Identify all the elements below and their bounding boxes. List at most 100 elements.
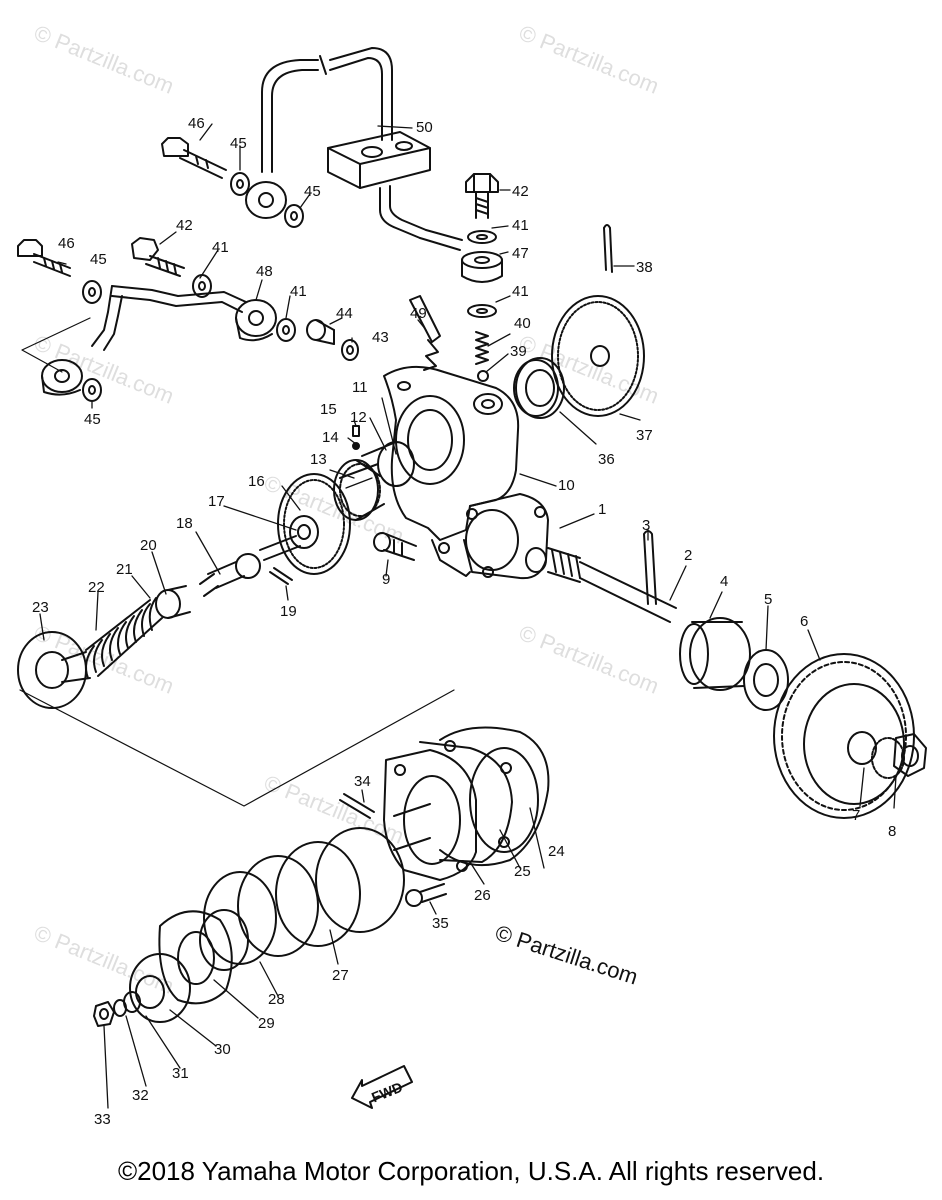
bolt-46-upper bbox=[161, 137, 227, 179]
callout-49: 49 bbox=[410, 305, 427, 322]
callout-41-d: 41 bbox=[290, 283, 307, 300]
callout-23: 23 bbox=[32, 599, 49, 616]
drive-shaft-18 bbox=[199, 535, 301, 597]
callout-42-a: 42 bbox=[512, 183, 529, 200]
callout-15: 15 bbox=[320, 401, 337, 418]
plate-30 bbox=[129, 953, 191, 1023]
callout-41-a: 41 bbox=[512, 217, 529, 234]
part-callouts: 1 2 3 4 5 6 7 8 9 10 11 12 13 14 15 16 1… bbox=[32, 115, 896, 1128]
callout-12: 12 bbox=[350, 409, 367, 426]
spring-40 bbox=[475, 331, 489, 365]
callout-20: 20 bbox=[140, 537, 157, 554]
callout-2: 2 bbox=[684, 547, 692, 564]
callout-41-c: 41 bbox=[212, 239, 229, 256]
callout-46-b: 46 bbox=[58, 235, 75, 252]
callout-25: 25 bbox=[514, 863, 531, 880]
ball-39 bbox=[477, 370, 489, 382]
gasket-25 bbox=[419, 740, 513, 863]
oil-pump-body-10 bbox=[383, 365, 549, 580]
cotter-pin-38 bbox=[603, 224, 613, 273]
pinion-7 bbox=[871, 737, 905, 779]
union-bolt-upper bbox=[465, 173, 499, 219]
callout-32: 32 bbox=[132, 1087, 149, 1104]
callout-4: 4 bbox=[720, 573, 728, 590]
callout-29: 29 bbox=[258, 1015, 275, 1032]
callout-50: 50 bbox=[416, 119, 433, 136]
washer-41-b bbox=[467, 304, 497, 318]
callout-44: 44 bbox=[336, 305, 353, 322]
worm-shaft-1 bbox=[525, 547, 677, 623]
bolt-35 bbox=[405, 883, 447, 907]
callout-37: 37 bbox=[636, 427, 653, 444]
callout-43: 43 bbox=[372, 329, 389, 346]
callout-22: 22 bbox=[88, 579, 105, 596]
callout-21: 21 bbox=[116, 561, 133, 578]
callout-36: 36 bbox=[598, 451, 615, 468]
callout-19: 19 bbox=[280, 603, 297, 620]
callout-5: 5 bbox=[764, 591, 772, 608]
callout-6: 6 bbox=[800, 613, 808, 630]
oil-pipe-upper bbox=[261, 47, 393, 173]
callout-39: 39 bbox=[510, 343, 527, 360]
ring-28 bbox=[199, 909, 249, 971]
callout-26: 26 bbox=[474, 887, 491, 904]
callout-47: 47 bbox=[512, 245, 529, 262]
oil-pipe-left bbox=[91, 285, 247, 351]
banjo-fitting-lower-left bbox=[41, 359, 83, 396]
cover-24 bbox=[439, 726, 550, 867]
callout-45-a: 45 bbox=[230, 135, 247, 152]
callout-34: 34 bbox=[354, 773, 371, 790]
callout-31: 31 bbox=[172, 1065, 189, 1082]
callout-40: 40 bbox=[514, 315, 531, 332]
pin-14-15 bbox=[352, 425, 360, 450]
spring-seat-23 bbox=[17, 631, 91, 709]
callout-13: 13 bbox=[310, 451, 327, 468]
oil-pump-drive-gear-37 bbox=[551, 295, 645, 417]
washer-45-upper bbox=[230, 172, 250, 196]
callout-14: 14 bbox=[322, 429, 339, 446]
callout-10: 10 bbox=[558, 477, 575, 494]
collar-20 bbox=[155, 585, 191, 619]
nut-33 bbox=[93, 1001, 115, 1027]
sleeve-4 bbox=[679, 617, 751, 691]
callout-30: 30 bbox=[214, 1041, 231, 1058]
washer-32 bbox=[113, 999, 127, 1017]
callout-35: 35 bbox=[432, 915, 449, 932]
bolt-9 bbox=[373, 532, 417, 561]
callout-38: 38 bbox=[636, 259, 653, 276]
callout-3: 3 bbox=[642, 517, 650, 534]
oil-seal-36 bbox=[513, 357, 565, 419]
nut-8 bbox=[893, 733, 927, 777]
union-bolt-42-left bbox=[131, 237, 185, 277]
washer-45-upper-b bbox=[284, 204, 304, 228]
callout-45-b: 45 bbox=[304, 183, 321, 200]
callout-24: 24 bbox=[548, 843, 565, 860]
callout-45-c: 45 bbox=[90, 251, 107, 268]
banjo-fitting-48 bbox=[235, 299, 277, 342]
screw-44 bbox=[306, 319, 335, 345]
callout-8: 8 bbox=[888, 823, 896, 840]
callout-41-b: 41 bbox=[512, 283, 529, 300]
banjo-fitting-upper bbox=[245, 181, 287, 219]
callout-42-b: 42 bbox=[176, 217, 193, 234]
washer-43 bbox=[341, 339, 359, 361]
callout-27: 27 bbox=[332, 967, 349, 984]
gear-16 bbox=[277, 473, 351, 575]
housing-26 bbox=[383, 749, 477, 881]
fwd-label: FWD bbox=[369, 1079, 405, 1106]
footer-copyright: ©2018 Yamaha Motor Corporation, U.S.A. A… bbox=[117, 1156, 825, 1186]
washer-45-lower bbox=[82, 378, 102, 402]
callout-45-d: 45 bbox=[84, 411, 101, 428]
washer-45-left bbox=[82, 280, 102, 304]
callout-33: 33 bbox=[94, 1111, 111, 1128]
banjo-fitting-47 bbox=[461, 251, 503, 283]
bolt-46-left bbox=[17, 239, 71, 277]
pin-34 bbox=[339, 793, 375, 819]
spring-22 bbox=[85, 597, 163, 679]
washer-41-right bbox=[276, 318, 296, 342]
callout-28: 28 bbox=[268, 991, 285, 1008]
callout-18: 18 bbox=[176, 515, 193, 532]
washer-41-a bbox=[467, 230, 497, 244]
pin-19 bbox=[269, 567, 293, 585]
